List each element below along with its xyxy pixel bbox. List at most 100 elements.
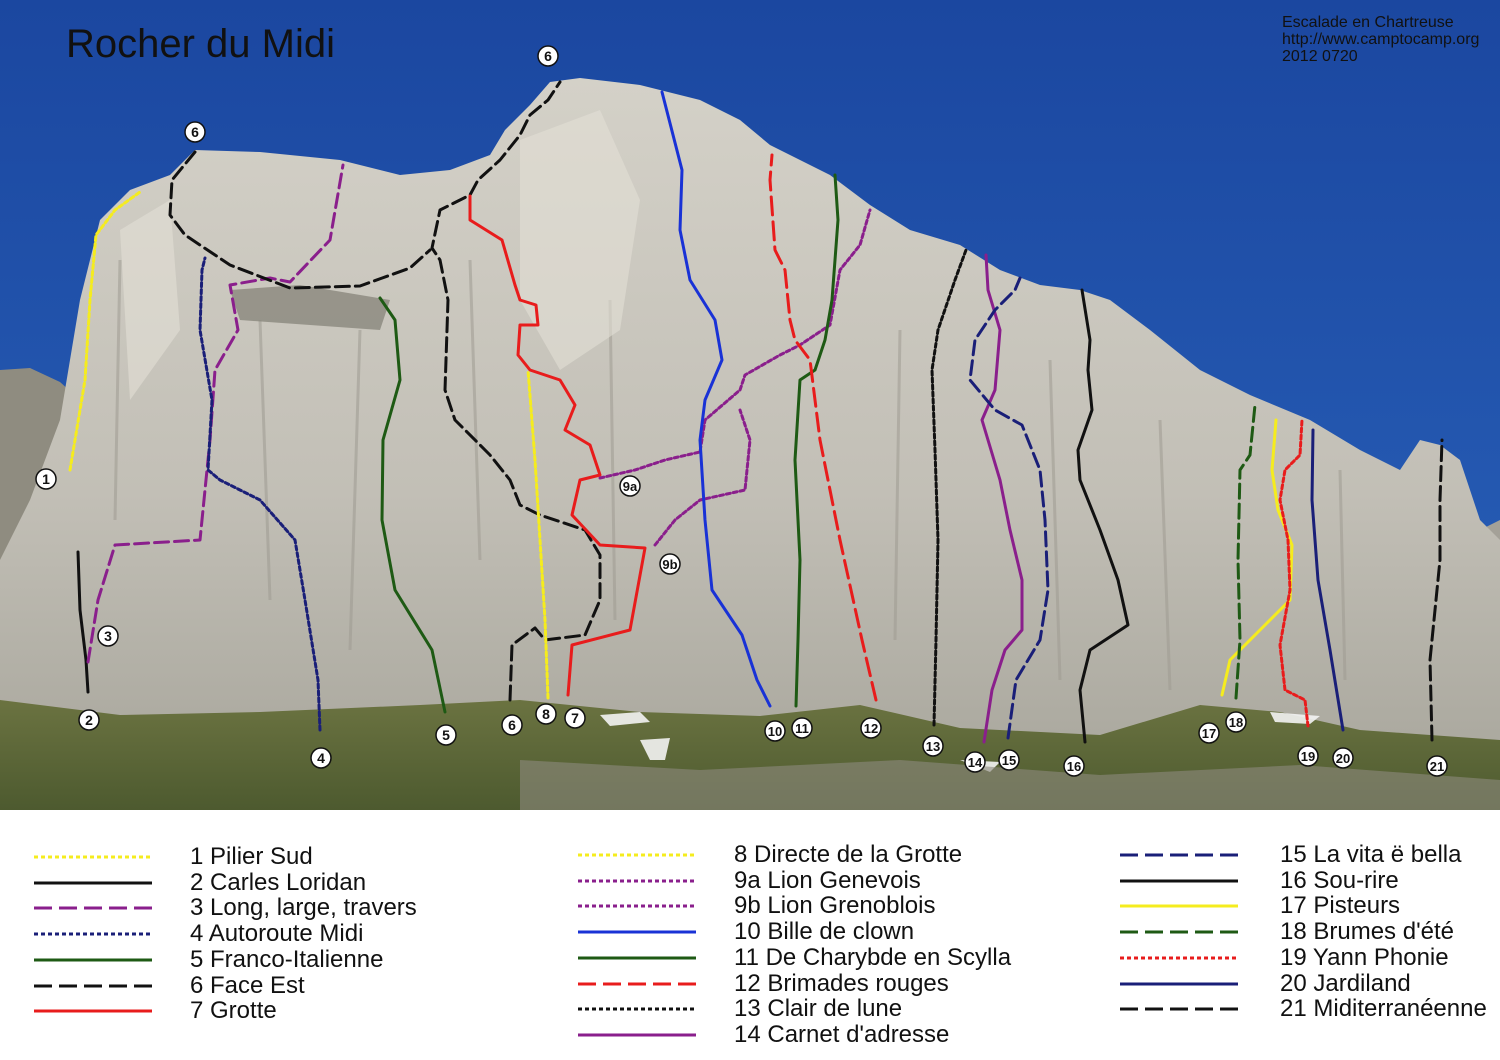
route-marker-5[interactable]: 5 <box>435 724 457 746</box>
route-18-line[interactable] <box>1234 403 1257 700</box>
route-marker-7[interactable]: 7 <box>564 707 586 729</box>
route-marker-label: 12 <box>864 721 878 736</box>
route-10-line[interactable] <box>660 90 772 708</box>
route-marker-label: 18 <box>1229 715 1243 730</box>
legend-label-6: 6 Face Est <box>190 971 305 999</box>
legend-item-13[interactable]: 13 Clair de lune <box>578 996 1048 1022</box>
lower-rock-band <box>520 760 1500 810</box>
route-marker-circle <box>435 724 457 746</box>
route-11-line[interactable] <box>793 173 840 708</box>
legend-label-8: 8 Directe de la Grotte <box>734 841 963 868</box>
route-9b-line[interactable] <box>653 408 752 547</box>
route-21-line[interactable] <box>1428 438 1444 742</box>
route-marker-9a[interactable]: 9a <box>619 475 641 497</box>
legend-swatch-17 <box>1120 904 1238 908</box>
route-marker-9b[interactable]: 9b <box>659 553 681 575</box>
route-5-line[interactable] <box>378 296 447 714</box>
credits-line-2[interactable]: http://www.camptocamp.org <box>1282 31 1480 48</box>
route-13-line[interactable] <box>930 248 968 727</box>
route-marker-label: 20 <box>1336 751 1350 766</box>
route-marker-label: 6 <box>508 717 516 733</box>
route-marker-circle <box>791 717 813 739</box>
route-3-line[interactable] <box>86 163 345 664</box>
legend-item-8[interactable]: 8 Directe de la Grotte <box>578 842 1048 868</box>
route-marker-15[interactable]: 15 <box>998 749 1020 771</box>
route-marker-3[interactable]: 3 <box>97 625 119 647</box>
legend-item-3[interactable]: 3 Long, large, travers <box>34 895 504 921</box>
route-14-line[interactable] <box>980 253 1024 744</box>
legend-item-21[interactable]: 21 Miditerranéenne <box>1120 996 1500 1022</box>
route-marker-13[interactable]: 13 <box>922 735 944 757</box>
legend-item-9a[interactable]: 9a Lion Genevois <box>578 867 1048 894</box>
route-marker-20[interactable]: 20 <box>1332 747 1354 769</box>
legend-item-14[interactable]: 14 Carnet d'adresse <box>578 1021 1048 1048</box>
legend-item-16[interactable]: 16 Sou-rire <box>1120 867 1500 894</box>
route-marker-label: 3 <box>104 628 112 644</box>
route-19-line[interactable] <box>1278 418 1310 728</box>
route-17-line[interactable] <box>1220 418 1294 697</box>
route-16-line[interactable] <box>1076 288 1130 744</box>
route-marker-12[interactable]: 12 <box>860 717 882 739</box>
route-marker-6[interactable]: 6 <box>184 121 206 143</box>
route-marker-18[interactable]: 18 <box>1225 711 1247 733</box>
route-marker-8[interactable]: 8 <box>535 703 557 725</box>
route-15-line[interactable] <box>968 276 1050 740</box>
legend-swatch-18 <box>1120 930 1238 934</box>
legend-item-2[interactable]: 2 Carles Loridan <box>34 869 504 896</box>
legend-swatch-19 <box>1120 956 1238 960</box>
route-marker-label: 9a <box>623 479 638 494</box>
route-marker-2[interactable]: 2 <box>78 709 100 731</box>
route-4-line[interactable] <box>198 256 322 732</box>
legend-item-1[interactable]: 1 Pilier Sud <box>34 844 504 870</box>
route-marker-circle <box>35 468 57 490</box>
legend-item-20[interactable]: 20 Jardiland <box>1120 970 1500 997</box>
route-marker-6[interactable]: 6 <box>501 714 523 736</box>
route-1-line[interactable] <box>68 190 142 472</box>
route-marker-label: 8 <box>542 706 550 722</box>
route-marker-circle <box>1063 755 1085 777</box>
legend-item-7[interactable]: 7 Grotte <box>34 998 504 1024</box>
route-marker-17[interactable]: 17 <box>1198 722 1220 744</box>
route-12-line[interactable] <box>768 153 878 702</box>
legend-item-6[interactable]: 6 Face Est <box>34 971 504 999</box>
legend-item-10[interactable]: 10 Bille de clown <box>578 919 1048 945</box>
legend-item-9b[interactable]: 9b Lion Grenoblois <box>578 893 1048 919</box>
route-marker-1[interactable]: 1 <box>35 468 57 490</box>
legend-item-4[interactable]: 4 Autoroute Midi <box>34 921 504 947</box>
route-marker-14[interactable]: 14 <box>964 751 986 773</box>
route-marker-circle <box>659 553 681 575</box>
route-marker-6[interactable]: 6 <box>537 45 559 67</box>
legend-item-15[interactable]: 15 La vita ë bella <box>1120 842 1500 868</box>
route-marker-10[interactable]: 10 <box>764 720 786 742</box>
route-9a-line[interactable] <box>598 208 872 480</box>
legend-label-11: 11 De Charybde en Scylla <box>734 943 1012 971</box>
legend-swatch-4 <box>34 932 152 936</box>
route-2-line[interactable] <box>76 550 90 694</box>
route-marker-16[interactable]: 16 <box>1063 755 1085 777</box>
legend-item-5[interactable]: 5 Franco-Italienne <box>34 946 504 973</box>
legend-label-19: 19 Yann Phonie <box>1280 943 1449 971</box>
route-marker-label: 19 <box>1301 749 1315 764</box>
route-marker-label: 10 <box>768 724 782 739</box>
route-6-line-main[interactable] <box>430 80 602 702</box>
route-marker-19[interactable]: 19 <box>1297 745 1319 767</box>
route-marker-circle <box>501 714 523 736</box>
route-marker-label: 7 <box>571 710 579 726</box>
route-marker-circle <box>184 121 206 143</box>
route-marker-4[interactable]: 4 <box>310 747 332 769</box>
route-marker-21[interactable]: 21 <box>1426 755 1448 777</box>
legend-item-17[interactable]: 17 Pisteurs <box>1120 893 1500 919</box>
legend-item-12[interactable]: 12 Brimades rouges <box>578 970 1048 997</box>
route-7-line[interactable] <box>468 194 647 697</box>
legend-label-17: 17 Pisteurs <box>1280 892 1401 920</box>
route-8-line[interactable] <box>526 368 550 700</box>
legend-item-18[interactable]: 18 Brumes d'été <box>1120 919 1500 945</box>
route-marker-circle <box>964 751 986 773</box>
route-marker-11[interactable]: 11 <box>791 717 813 739</box>
route-20-line[interactable] <box>1310 428 1345 732</box>
legend-item-19[interactable]: 19 Yann Phonie <box>1120 943 1500 971</box>
legend-item-11[interactable]: 11 De Charybde en Scylla <box>578 943 1048 971</box>
route-marker-circle <box>78 709 100 731</box>
route-6-line-left[interactable] <box>168 150 432 290</box>
